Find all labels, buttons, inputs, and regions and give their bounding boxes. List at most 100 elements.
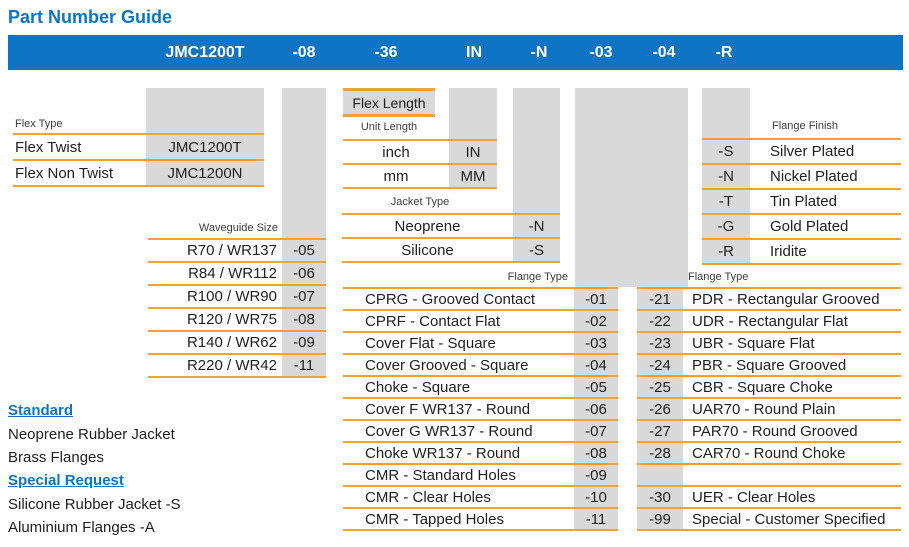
pn-segment-unit: IN	[466, 43, 482, 61]
flex-type-name: Flex Twist	[15, 138, 82, 156]
unit-name: inch	[382, 143, 410, 161]
flange-type-row-empty	[637, 465, 901, 487]
flex-type-row: Flex Twist JMC1200T	[13, 135, 264, 161]
unit-length-label: Unit Length	[360, 121, 418, 133]
jacket-type-row: Silicone -S	[342, 239, 560, 263]
flange-name: Choke - Square	[365, 378, 471, 396]
waveguide-row: R220 / WR42 -11	[148, 355, 326, 378]
waveguide-name: R100 / WR90	[186, 288, 277, 305]
flange-code: -01	[574, 289, 618, 309]
flex-type-code: JMC1200N	[146, 161, 264, 185]
flange-type-row: Cover G WR137 - Round -07	[343, 421, 618, 443]
part-number-bar: JMC1200T -08 -36 IN -N -03 -04 -R	[8, 35, 903, 70]
flange-finish-row: -T Tin Plated	[702, 190, 901, 215]
flange-code	[637, 465, 683, 485]
flex-type-row: Flex Non Twist JMC1200N	[13, 161, 264, 187]
pn-segment-jacket: -N	[530, 43, 548, 61]
unit-length-row: inch IN	[343, 141, 497, 165]
flange-name: CAR70 - Round Choke	[692, 444, 846, 462]
flange-code: -21	[637, 289, 683, 309]
flange-code: -07	[574, 421, 618, 441]
flange-code: -09	[574, 465, 618, 485]
flange-name: Cover G WR137 - Round	[365, 422, 533, 440]
jacket-code: -S	[513, 239, 560, 261]
jacket-code: -N	[513, 215, 560, 237]
special-request-heading: Special Request	[8, 472, 124, 489]
flange-name: CPRG - Grooved Contact	[365, 290, 536, 308]
flange-type-right-table: -21 PDR - Rectangular Grooved -22 UDR - …	[637, 287, 901, 531]
flange-type-row: Choke WR137 - Round -08	[343, 443, 618, 465]
finish-name: Iridite	[770, 243, 807, 260]
flange-name: UER - Clear Holes	[692, 488, 816, 506]
finish-name: Gold Plated	[770, 218, 849, 235]
flange-name: CMR - Clear Holes	[365, 488, 491, 506]
waveguide-name: R84 / WR112	[188, 265, 277, 282]
waveguide-size-label: Waveguide Size	[198, 222, 278, 234]
gray-column-finish	[702, 88, 750, 138]
flange-name: CMR - Standard Holes	[365, 466, 516, 484]
pn-segment-size: -08	[292, 43, 316, 61]
flange-code: -08	[574, 443, 618, 463]
jacket-name: Neoprene	[394, 217, 461, 235]
flange-type-row: Cover F WR137 - Round -06	[343, 399, 618, 421]
standard-heading: Standard	[8, 402, 74, 419]
finish-code: -R	[702, 240, 750, 263]
flange-type-row: CMR - Standard Holes -09	[343, 465, 618, 487]
flex-type-label: Flex Type	[15, 118, 63, 130]
waveguide-name: R140 / WR62	[186, 334, 277, 351]
pn-segment-finish: -R	[715, 43, 733, 61]
flex-length-box: Flex Length	[343, 88, 435, 117]
unit-length-table: inch IN mm MM	[343, 139, 497, 189]
waveguide-name: R70 / WR137	[186, 242, 277, 259]
flange-type-right-label: Flange Type	[688, 271, 749, 283]
standard-item: Neoprene Rubber Jacket	[8, 426, 175, 443]
unit-code: IN	[449, 141, 497, 163]
flange-code: -03	[574, 333, 618, 353]
flange-code: -99	[637, 509, 683, 529]
flange-code: -30	[637, 487, 683, 507]
jacket-name: Silicone	[401, 241, 454, 259]
flange-type-left-table: CPRG - Grooved Contact -01 CPRF - Contac…	[343, 287, 618, 531]
flange-code: -26	[637, 399, 683, 419]
flange-finish-row: -G Gold Plated	[702, 215, 901, 240]
finish-code: -T	[702, 190, 750, 213]
gray-column-unit	[449, 88, 497, 139]
flange-name: CPRF - Contact Flat	[365, 312, 501, 330]
finish-name: Tin Plated	[770, 193, 837, 210]
flange-finish-row: -R Iridite	[702, 240, 901, 265]
gray-column-family	[146, 88, 264, 134]
unit-name: mm	[383, 167, 409, 185]
flange-type-row: Cover Grooved - Square -04	[343, 355, 618, 377]
waveguide-code: -05	[282, 240, 326, 261]
flange-code: -10	[574, 487, 618, 507]
flange-name	[683, 465, 901, 485]
unit-code: MM	[449, 165, 497, 187]
flange-type-row: CPRG - Grooved Contact -01	[343, 289, 618, 311]
flange-type-row: -26 UAR70 - Round Plain	[637, 399, 901, 421]
waveguide-row: R100 / WR90 -07	[148, 286, 326, 309]
flange-type-row: CMR - Clear Holes -10	[343, 487, 618, 509]
flange-name: Cover Grooved - Square	[365, 356, 529, 374]
flange-name: PDR - Rectangular Grooved	[692, 290, 880, 308]
flange-finish-table: -S Silver Plated -N Nickel Plated -T Tin…	[702, 138, 901, 265]
flange-type-row: CMR - Tapped Holes -11	[343, 509, 618, 531]
jacket-type-label: Jacket Type	[390, 196, 450, 208]
flange-name: UBR - Square Flat	[692, 334, 815, 352]
flange-finish-row: -N Nickel Plated	[702, 165, 901, 190]
flex-type-code: JMC1200T	[146, 135, 264, 159]
waveguide-code: -06	[282, 263, 326, 284]
pn-segment-length: -36	[374, 43, 398, 61]
waveguide-row: R70 / WR137 -05	[148, 240, 326, 263]
flange-code: -05	[574, 377, 618, 397]
jacket-type-row: Neoprene -N	[342, 215, 560, 239]
pn-segment-flange2: -04	[652, 43, 676, 61]
flange-code: -24	[637, 355, 683, 375]
flange-name: UDR - Rectangular Flat	[692, 312, 848, 330]
pn-segment-family: JMC1200T	[165, 43, 245, 61]
waveguide-row: R140 / WR62 -09	[148, 332, 326, 355]
flange-code: -02	[574, 311, 618, 331]
flange-type-left-label: Flange Type	[507, 271, 568, 283]
flex-type-name: Flex Non Twist	[15, 164, 114, 182]
gray-column-jacket	[513, 88, 560, 213]
